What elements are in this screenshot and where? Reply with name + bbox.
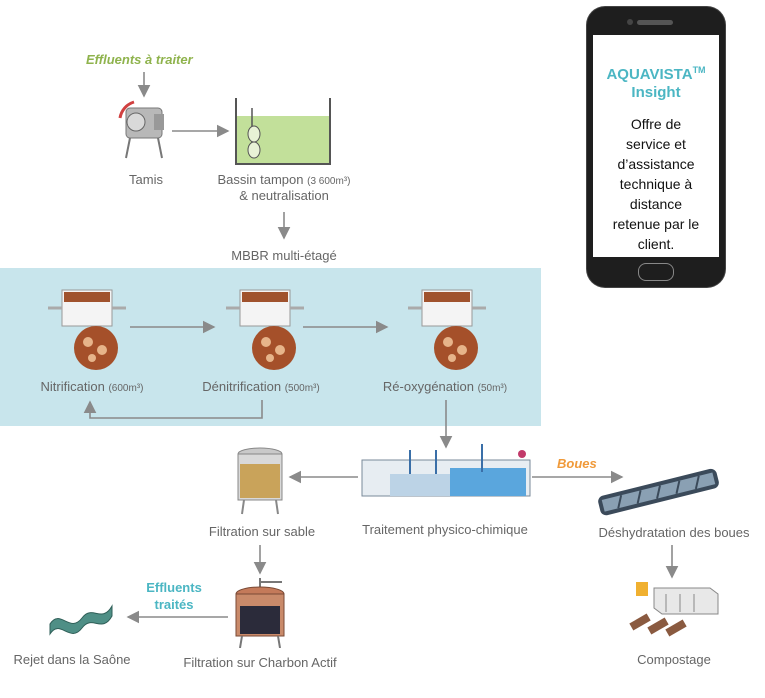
compostage-label: Compostage bbox=[637, 652, 711, 667]
sand-filter-label: Filtration sur sable bbox=[208, 524, 316, 539]
nitrification-label: Nitrification (600m³) bbox=[40, 379, 144, 394]
rejet-label: Rejet dans la Saône bbox=[13, 652, 131, 667]
river-discharge-icon bbox=[49, 604, 113, 636]
treated-effluents-label: Effluents traités bbox=[146, 580, 202, 612]
physico-chimique-label: Traitement physico-chimique bbox=[362, 522, 528, 537]
mbbr-label: MBBR multi-étagé bbox=[231, 248, 337, 263]
bassin-tampon-tank bbox=[235, 98, 331, 165]
dewatering-screw-icon bbox=[598, 468, 719, 516]
composting-icon bbox=[629, 582, 719, 637]
dewatering-label: Déshydratation des boues bbox=[598, 525, 750, 540]
phone-home-button bbox=[638, 263, 674, 281]
reoxygenation-label: Ré-oxygénation (50m³) bbox=[382, 379, 508, 394]
phone-speaker bbox=[637, 20, 673, 25]
denitrification-reactor-icon bbox=[226, 289, 304, 370]
bassin-tampon-label: Bassin tampon (3 600m³) bbox=[217, 172, 351, 187]
carbon-filter-icon bbox=[235, 578, 285, 648]
phone-screen: AQUAVISTATM Insight Offre de service et … bbox=[593, 35, 719, 257]
tamis-label: Tamis bbox=[129, 172, 163, 187]
carbon-filter-label: Filtration sur Charbon Actif bbox=[183, 655, 337, 670]
reoxygenation-reactor-icon bbox=[408, 289, 486, 370]
aquavista-brand: AQUAVISTATM Insight bbox=[606, 65, 706, 101]
sand-filter-icon bbox=[237, 447, 283, 515]
tamis-icon bbox=[118, 100, 164, 159]
physico-chimique-unit-icon bbox=[361, 444, 531, 497]
denitrification-label: Dénitrification (500m³) bbox=[202, 379, 320, 394]
boues-flow-label: Boues bbox=[557, 456, 597, 471]
phone-offer-text: Offre de service et d’assistance techniq… bbox=[612, 116, 700, 252]
nitrification-reactor-icon bbox=[48, 289, 126, 370]
effluents-input-label: Effluents à traiter bbox=[86, 52, 193, 67]
phone-mockup: AQUAVISTATM Insight Offre de service et … bbox=[587, 7, 725, 287]
phone-camera bbox=[627, 19, 633, 25]
neutralisation-label: & neutralisation bbox=[239, 188, 329, 203]
